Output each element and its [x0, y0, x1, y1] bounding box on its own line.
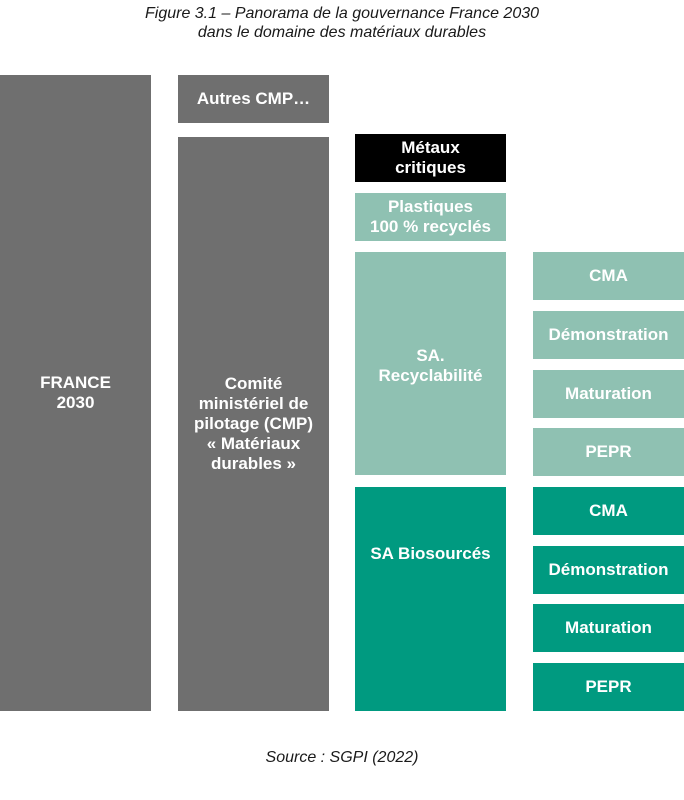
autres-cmp-box: Autres CMP…: [178, 75, 329, 123]
sa-biosources-box: SA Biosourcés: [355, 487, 506, 711]
recyclabilite-demonstration-box: Démonstration: [533, 311, 684, 359]
figure-title-line-2: dans le domaine des matériaux durables: [197, 24, 487, 41]
biosources-demonstration-box: Démonstration: [533, 546, 684, 594]
recyclabilite-maturation-box: Maturation: [533, 370, 684, 418]
figure-title: Figure 3.1 – Panorama de la gouvernance …: [0, 4, 684, 42]
biosources-cma-box: CMA: [533, 487, 684, 535]
biosources-maturation-box: Maturation: [533, 604, 684, 652]
sa-recyclabilite-box: SA. Recyclabilité: [355, 252, 506, 475]
figure-source: Source : SGPI (2022): [265, 749, 419, 766]
figure-title-line-1: Figure 3.1 – Panorama de la gouvernance …: [144, 5, 540, 22]
biosources-pepr-box: PEPR: [533, 663, 684, 711]
france-2030-box: FRANCE 2030: [0, 75, 151, 711]
recyclabilite-pepr-box: PEPR: [533, 428, 684, 476]
plastiques-recycles-box: Plastiques 100 % recyclés: [355, 193, 506, 241]
metaux-critiques-box: Métaux critiques: [355, 134, 506, 182]
recyclabilite-cma-box: CMA: [533, 252, 684, 300]
cmp-materiaux-durables-box: Comité ministériel de pilotage (CMP) « M…: [178, 137, 329, 711]
